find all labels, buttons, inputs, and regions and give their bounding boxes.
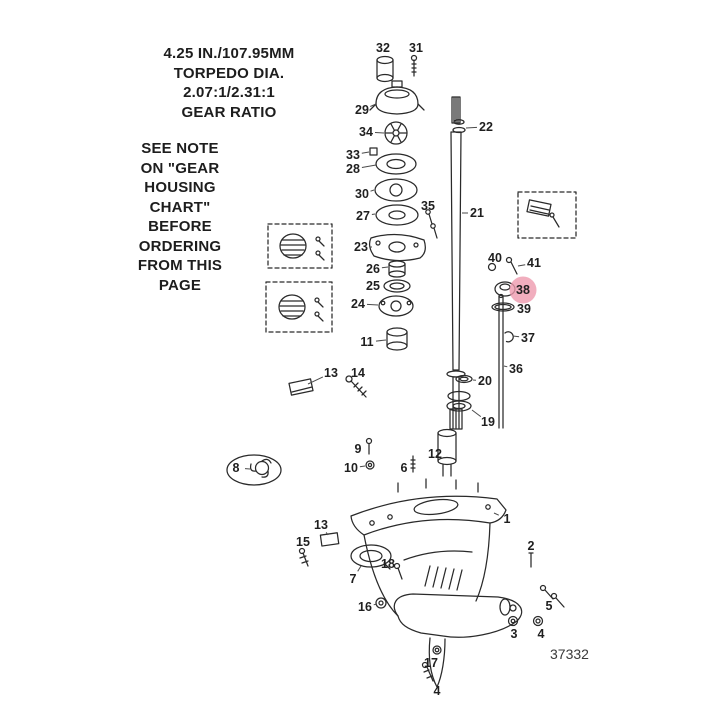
part-label-27: 27 [356, 209, 370, 223]
right-column-art [437, 256, 518, 477]
part-label-39: 39 [517, 302, 531, 316]
part-label-12: 12 [428, 447, 442, 461]
leader-line-19 [471, 409, 482, 418]
leader-line-28 [361, 164, 377, 168]
part-label-7: 7 [350, 572, 357, 586]
leader-line-13 [307, 376, 324, 385]
part-label-5: 5 [546, 599, 553, 613]
part-label-37: 37 [521, 331, 535, 345]
diagram-part-number: 37332 [550, 646, 589, 662]
warning-note-line: BEFORE [148, 218, 212, 235]
leader-line-41 [517, 264, 526, 267]
leader-line-11 [375, 339, 387, 342]
part-label-38: 38 [516, 283, 530, 297]
part-label-21: 21 [470, 206, 484, 220]
leader-lines [244, 103, 526, 606]
spec-note-line: 4.25 IN./107.95MM [163, 45, 295, 62]
part-label-35: 35 [421, 199, 435, 213]
spec-note-line: 2.07:1/2.31:1 [183, 84, 275, 101]
inset-boxes-art [265, 191, 577, 333]
leader-line-26 [381, 266, 389, 269]
water-pump-stack-art [368, 54, 438, 351]
part-label-1: 1 [504, 512, 511, 526]
part-label-20: 20 [478, 374, 492, 388]
part-label-23: 23 [354, 240, 368, 254]
part-label-41: 41 [527, 256, 541, 270]
left-hardware-art [226, 375, 565, 627]
part-label-8: 8 [233, 461, 240, 475]
part-label-33: 33 [346, 148, 360, 162]
part-label-3: 3 [511, 627, 518, 641]
gear-housing-art [350, 478, 523, 688]
part-label-16: 16 [358, 600, 372, 614]
part-label-29: 29 [355, 103, 369, 117]
leader-line-24 [366, 303, 379, 306]
leader-line-29 [370, 103, 377, 107]
leader-line-27 [371, 213, 376, 215]
warning-note-line: HOUSING [144, 179, 216, 196]
part-label-36: 36 [509, 362, 523, 376]
warning-note-line: ON "GEAR [140, 159, 220, 177]
warning-note-line: PAGE [158, 276, 202, 294]
warning-note-line: SEE NOTE [141, 140, 219, 157]
spec-note-line: GEAR RATIO [181, 103, 277, 121]
part-label-19: 19 [481, 415, 495, 429]
leader-line-33 [361, 151, 370, 154]
spec-note: 4.25 IN./107.95MM TORPEDO DIA. 2.07:1/2.… [148, 44, 310, 122]
leader-line-30 [370, 189, 375, 192]
part-label-17: 17 [424, 656, 438, 670]
part-label-30: 30 [355, 187, 369, 201]
part-label-22: 22 [479, 120, 493, 134]
leader-line-7 [357, 565, 362, 572]
part-label-4: 4 [434, 684, 441, 698]
leader-line-36 [503, 365, 508, 368]
highlight-circle-part-38 [509, 276, 537, 304]
leader-line-37 [512, 335, 520, 338]
part-label-25: 25 [366, 279, 380, 293]
part-label-13: 13 [324, 366, 338, 380]
inset-parts-art [278, 199, 560, 322]
part-label-9: 9 [355, 442, 362, 456]
part-label-2: 2 [528, 539, 535, 553]
leader-line-10 [359, 465, 366, 468]
part-label-40: 40 [488, 251, 502, 265]
part-label-11: 11 [360, 335, 373, 349]
leader-line-13 [325, 532, 329, 536]
part-label-6: 6 [401, 461, 408, 475]
part-label-28: 28 [346, 162, 360, 176]
part-label-13: 13 [314, 518, 328, 532]
leader-line-22 [465, 126, 478, 129]
warning-note-line: CHART" [149, 198, 211, 216]
part-label-31: 31 [409, 41, 423, 55]
part-label-24: 24 [351, 297, 365, 311]
part-label-34: 34 [359, 125, 373, 139]
warning-note-line: FROM THIS [137, 257, 223, 274]
part-label-15: 15 [296, 535, 310, 549]
warning-note: SEE NOTE ON "GEAR HOUSING CHART" BEFORE … [124, 139, 236, 295]
part-label-18: 18 [381, 557, 395, 571]
warning-note-line: ORDERING [138, 237, 222, 255]
part-label-4: 4 [538, 627, 545, 641]
leader-line-34 [374, 132, 385, 134]
part-label-10: 10 [344, 461, 358, 475]
spec-note-line: TORPEDO DIA. [173, 64, 285, 82]
leader-line-1 [493, 512, 500, 516]
part-label-26: 26 [366, 262, 380, 276]
part-label-14: 14 [351, 366, 365, 380]
part-label-32: 32 [376, 41, 390, 55]
leader-line-16 [373, 603, 378, 606]
